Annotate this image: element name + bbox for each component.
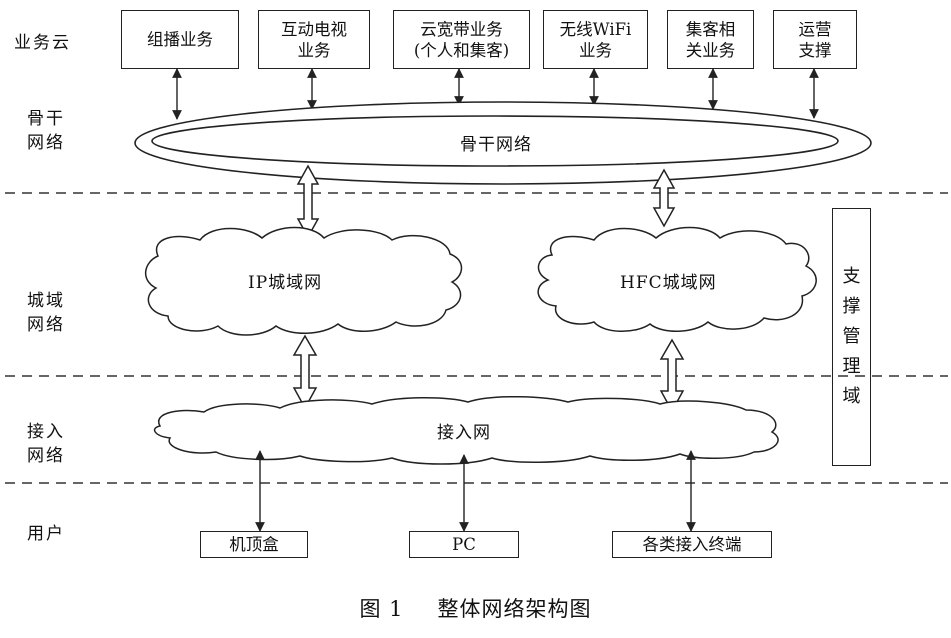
support-domain-char-2: 撑 (842, 296, 861, 317)
figure-title: 整体网络架构图 (437, 597, 592, 621)
layer-label-metro: 城域 网络 (27, 289, 65, 337)
service-box-cloud-broadband: 云宽带业务 (个人和集客) (393, 10, 530, 69)
layer-label-access-line2: 网络 (27, 446, 65, 466)
device-box-pc-label: PC (452, 535, 476, 554)
service-box-group-customer-line2: 关业务 (685, 40, 736, 60)
hfc-metro-label: HFC城域网 (620, 273, 717, 293)
service-box-interactive-tv-line2: 业务 (297, 40, 331, 60)
layer-label-metro-line2: 网络 (27, 315, 65, 335)
support-management-domain: 支 撑 管 理 域 (832, 208, 871, 466)
layer-label-access-line1: 接入 (27, 422, 65, 442)
service-box-ops-support-line1: 运营 (798, 19, 832, 39)
service-box-multicast: 组播业务 (121, 10, 239, 69)
access-network-label: 接入网 (437, 423, 491, 443)
ip-metro-cloud (145, 226, 463, 336)
service-arrows (172, 68, 819, 120)
layer-label-metro-line1: 城域 (27, 291, 65, 311)
device-box-stb-label: 机顶盒 (229, 535, 279, 554)
figure-caption: 图 1 整体网络架构图 (0, 593, 951, 623)
support-domain-char-3: 管 (842, 326, 861, 347)
backbone-network-label: 骨干网络 (460, 135, 532, 155)
service-box-ops-support: 运营 支撑 (773, 10, 857, 69)
access-cloud (153, 395, 779, 465)
device-box-stb: 机顶盒 (200, 531, 308, 558)
service-box-interactive-tv-line1: 互动电视 (281, 19, 347, 39)
hollow-arrow-backbone-hfc (652, 168, 676, 228)
hollow-arrow-ip-access (292, 334, 318, 410)
support-domain-char-4: 理 (842, 356, 861, 377)
layer-label-backbone-line2: 网络 (27, 133, 65, 153)
hollow-arrow-hfc-access (659, 338, 685, 413)
ip-metro-label: IP城域网 (248, 273, 323, 293)
service-box-wifi-line1: 无线WiFi (559, 19, 632, 39)
layer-label-cloud: 业务云 (14, 33, 71, 53)
service-box-group-customer-line1: 集客相 (685, 19, 736, 39)
support-domain-char-5: 域 (842, 386, 861, 407)
service-box-wifi-line2: 业务 (579, 40, 612, 60)
device-box-terminal: 各类接入终端 (612, 531, 772, 558)
layer-label-access: 接入 网络 (27, 420, 65, 468)
service-box-cloud-broadband-line1: 云宽带业务 (420, 19, 503, 39)
service-box-cloud-broadband-line2: (个人和集客) (413, 40, 510, 60)
device-box-pc: PC (409, 531, 519, 558)
service-box-wifi: 无线WiFi 业务 (543, 10, 648, 69)
service-box-group-customer: 集客相 关业务 (667, 10, 754, 69)
layer-label-user: 用户 (27, 524, 65, 544)
service-box-interactive-tv: 互动电视 业务 (258, 10, 370, 69)
backbone-ellipse-inner (151, 115, 839, 167)
device-box-terminal-label: 各类接入终端 (642, 535, 742, 554)
layer-label-backbone: 骨干 网络 (27, 107, 65, 155)
hfc-metro-cloud (537, 226, 817, 332)
support-domain-char-1: 支 (842, 266, 861, 287)
service-box-ops-support-line2: 支撑 (798, 40, 832, 60)
service-box-multicast-label: 组播业务 (147, 30, 213, 49)
figure-number: 图 1 (359, 597, 404, 621)
layer-label-backbone-line1: 骨干 (27, 109, 65, 129)
